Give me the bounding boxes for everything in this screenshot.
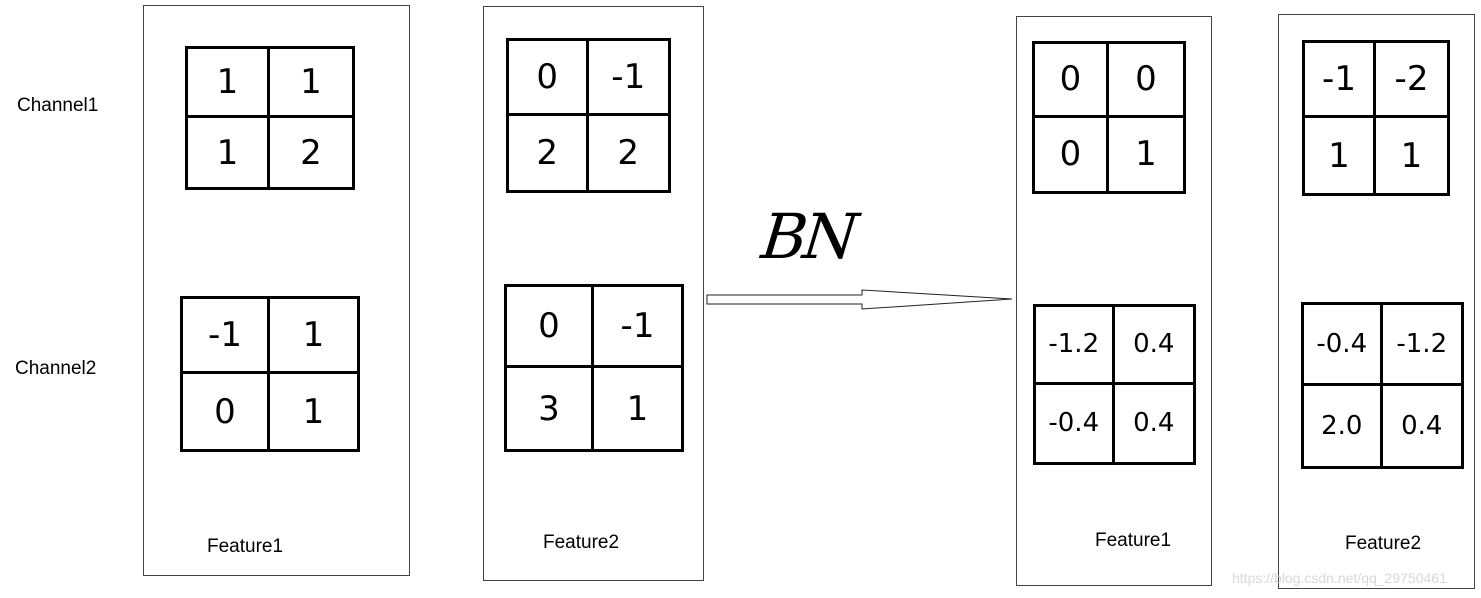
matrix-cell: 0 (1035, 44, 1109, 118)
matrix-cell: 2 (300, 132, 322, 173)
matrix-cell: 1 (1400, 135, 1423, 176)
after-feature2-label: Feature2 (1345, 533, 1422, 554)
matrix-cell: 0.4 (1114, 307, 1193, 385)
matrix-cell: 0.4 (1133, 408, 1175, 439)
after-feature1-channel1-grid: 0 0 0 1 (1032, 41, 1186, 194)
matrix-cell: 0 (509, 41, 589, 116)
matrix-cell: 1 (270, 299, 357, 374)
matrix-cell: 0 (507, 287, 594, 368)
matrix-cell: 0.4 (1401, 410, 1443, 441)
after-feature1-channel2-grid: -1.2 0.4 -0.4 0.4 (1033, 304, 1196, 465)
matrix-cell: 1 (188, 118, 270, 187)
matrix-cell: -1.2 (1382, 305, 1461, 386)
matrix-cell: -1.2 (1036, 307, 1115, 385)
after-feature1-label: Feature1 (1095, 530, 1172, 551)
channel2-label: Channel2 (15, 358, 97, 379)
after-feature2-channel2-grid: -0.4 -1.2 2.0 0.4 (1301, 302, 1464, 469)
before-feature2-channel2-grid: 0 -1 3 1 (504, 284, 684, 452)
matrix-cell: -1 (594, 287, 681, 368)
matrix-cell: -1 (183, 299, 270, 374)
matrix-cell: 0 (183, 374, 270, 449)
matrix-cell: -0.4 (1304, 305, 1383, 386)
before-feature1-channel1-grid: 1 1 1 2 (185, 46, 355, 190)
matrix-cell: 1 (1135, 134, 1157, 175)
matrix-cell: -1 (1305, 43, 1376, 118)
matrix-cell: 1 (626, 388, 649, 429)
before-feature2-channel1-grid: 0 -1 2 2 (506, 38, 671, 193)
before-feature2-label: Feature2 (543, 532, 620, 553)
matrix-cell: -1 (588, 41, 668, 116)
matrix-cell: 0 (1035, 117, 1109, 191)
after-feature2-channel1-grid: -1 -2 1 1 (1302, 40, 1450, 196)
before-feature1-channel2-grid: -1 1 0 1 (180, 296, 360, 452)
matrix-cell: 0 (1109, 44, 1183, 118)
matrix-cell: 1 (1305, 118, 1376, 193)
matrix-cell: 2 (617, 132, 640, 173)
matrix-cell: 1 (302, 391, 325, 432)
matrix-cell: 2.0 (1304, 385, 1383, 466)
channel1-label: Channel1 (17, 95, 99, 116)
matrix-cell: 1 (270, 49, 352, 118)
matrix-cell: -0.4 (1036, 384, 1115, 462)
before-feature1-label: Feature1 (207, 536, 284, 557)
matrix-cell: -2 (1376, 43, 1447, 118)
matrix-cell: 2 (509, 115, 589, 190)
watermark-text: https://blog.csdn.net/qq_29750461 (1232, 570, 1447, 586)
matrix-cell: 3 (507, 368, 594, 449)
matrix-cell: 1 (188, 49, 270, 118)
